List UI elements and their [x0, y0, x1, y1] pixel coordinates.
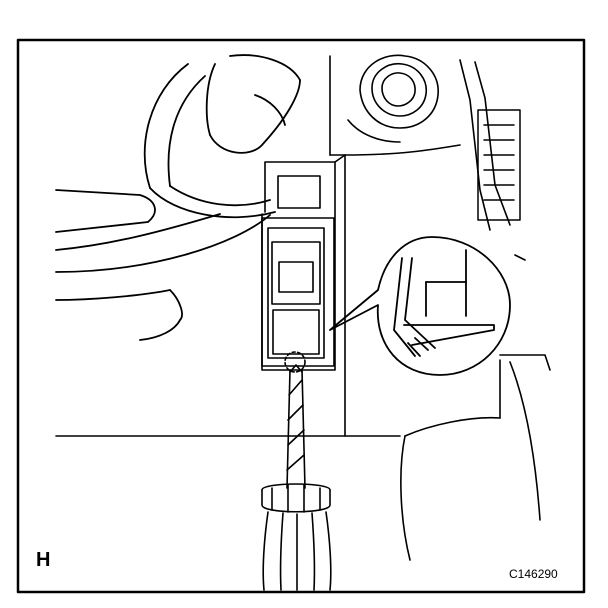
ignition-knob — [347, 54, 439, 143]
dashboard-panel — [55, 55, 526, 437]
lower-dash — [400, 354, 551, 561]
tab-location-marker — [284, 351, 306, 373]
steering-wheel — [55, 54, 301, 341]
illustration-code: C146290 — [509, 567, 558, 581]
air-vent — [477, 109, 521, 221]
screwdriver — [261, 364, 332, 591]
step-label: H — [36, 549, 51, 571]
illustration-frame — [16, 38, 586, 594]
switch-housing — [261, 154, 346, 371]
detail-inset — [329, 236, 511, 376]
